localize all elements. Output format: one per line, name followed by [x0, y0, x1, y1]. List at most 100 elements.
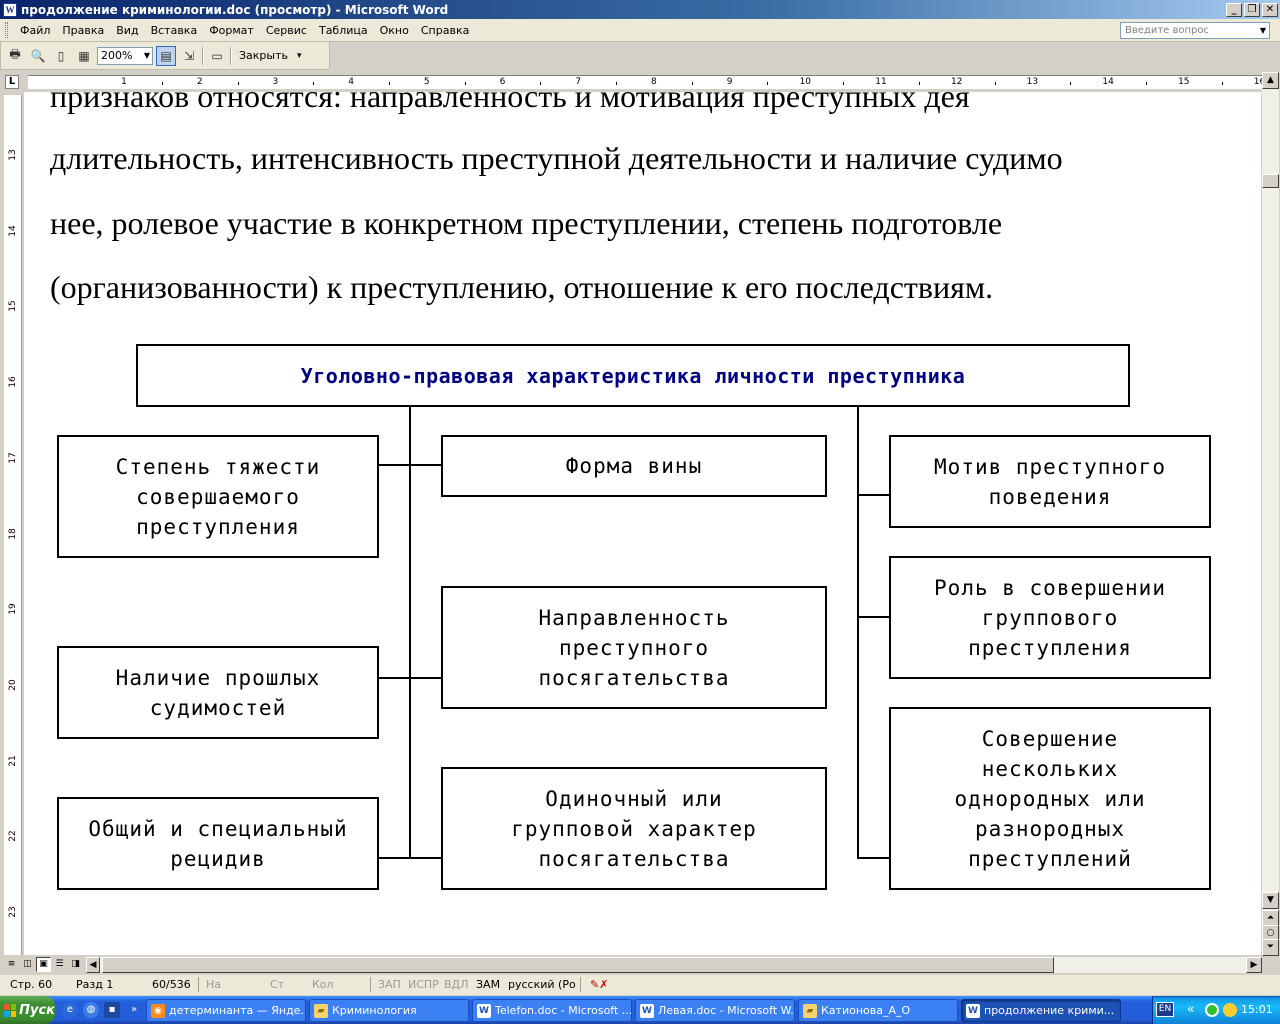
status-page[interactable]: Стр. 60	[10, 978, 53, 991]
menu-view[interactable]: Вид	[116, 23, 139, 37]
status-overtype[interactable]: ЗАМ	[476, 978, 501, 991]
menu-table[interactable]: Таблица	[318, 23, 368, 37]
task-firefox[interactable]: ◉ детерминанта — Янде...	[146, 999, 306, 1022]
help-question-input[interactable]: Введите вопрос ▼	[1120, 21, 1270, 39]
diagram-box-right-1: Мотив преступного поведения	[889, 435, 1211, 528]
status-column: Кол	[312, 978, 334, 991]
help-placeholder: Введите вопрос	[1125, 24, 1209, 36]
task-word-active[interactable]: W продолжение крими...	[961, 999, 1121, 1022]
ruler-strip[interactable]: 12345678910111213141516	[28, 75, 1264, 89]
shrink-to-fit-icon[interactable]: ⇲	[183, 48, 195, 63]
spelling-check-icon[interactable]: ✎✗	[590, 978, 609, 991]
menu-help[interactable]: Справка	[420, 23, 470, 37]
multiple-pages-icon[interactable]: ▦	[78, 48, 90, 63]
help-dropdown-icon[interactable]: ▼	[1259, 25, 1266, 35]
ruler-number: 2	[196, 77, 203, 87]
menu-tools[interactable]: Сервис	[265, 23, 307, 37]
horizontal-ruler[interactable]: L 12345678910111213141516	[0, 72, 1280, 92]
menu-grip[interactable]	[5, 22, 8, 38]
toolbar-separator	[230, 46, 232, 65]
menu-insert[interactable]: Вставка	[150, 23, 198, 37]
diagram-box-middle-3: Одиночный или групповой характер посягат…	[441, 767, 827, 890]
title-bar[interactable]: W продолжение криминологии.doc (просмотр…	[0, 0, 1280, 19]
security-icon[interactable]	[1223, 1003, 1237, 1017]
scroll-up-icon[interactable]: ▲	[1262, 72, 1279, 89]
status-extend[interactable]: ВДЛ	[444, 978, 469, 991]
word-app-icon[interactable]: W	[3, 2, 17, 17]
diagram-box-right-2: Роль в совершении группового преступлени…	[889, 556, 1211, 679]
network-status-icon[interactable]	[1205, 1003, 1219, 1017]
menu-edit[interactable]: Правка	[62, 23, 105, 37]
magnifier-icon[interactable]: 🔍	[30, 48, 46, 63]
zoom-select[interactable]: 200% ▼	[97, 46, 153, 65]
status-page-count[interactable]: 60/536	[152, 978, 191, 991]
task-label: Криминология	[332, 1004, 417, 1017]
menu-file[interactable]: Файл	[20, 23, 51, 37]
one-page-icon[interactable]: ▯	[57, 48, 65, 63]
minimize-button[interactable]: _	[1226, 2, 1242, 17]
status-track-changes[interactable]: ИСПР	[408, 978, 439, 991]
ruler-number: 15	[1178, 77, 1190, 87]
ruler-tick	[616, 82, 618, 85]
task-word-telefon[interactable]: W Telefon.doc - Microsoft ...	[472, 999, 632, 1022]
zoom-value: 200%	[101, 48, 133, 62]
status-record[interactable]: ЗАП	[378, 978, 401, 991]
scroll-left-icon[interactable]: ◀	[86, 957, 100, 973]
save-disk-icon[interactable]: ▪	[104, 1002, 120, 1018]
menu-window[interactable]: Окно	[379, 23, 409, 37]
scroll-down-icon[interactable]: ▼	[1262, 892, 1279, 909]
connector-line	[857, 405, 859, 859]
connector-line	[857, 857, 891, 859]
clock[interactable]: 15:01	[1241, 1003, 1273, 1016]
ruler-number: 13	[1026, 77, 1039, 87]
full-screen-icon[interactable]: ▭	[211, 48, 223, 63]
start-button[interactable]: Пуск	[0, 996, 55, 1024]
ruler-number: 12	[950, 77, 963, 87]
next-page-icon[interactable]: ⏷	[1262, 939, 1279, 956]
view-ruler-icon[interactable]: ▤	[156, 45, 176, 66]
quicklaunch-more-icon[interactable]: »	[130, 1004, 138, 1015]
horizontal-scroll-thumb[interactable]	[102, 957, 1054, 973]
vertical-scrollbar[interactable]: ▲ ▼ ⏶ ○ ⏷	[1262, 72, 1279, 956]
print-layout-icon[interactable]: ▣	[36, 957, 51, 972]
normal-view-icon[interactable]: ≡	[7, 959, 16, 969]
zoom-dropdown-icon[interactable]: ▼	[143, 50, 150, 60]
network-globe-icon[interactable]: ◍	[83, 1002, 99, 1018]
status-divider	[198, 977, 199, 992]
previous-page-icon[interactable]: ⏶	[1262, 910, 1279, 927]
restore-button[interactable]: ❐	[1244, 2, 1260, 17]
language-indicator[interactable]: EN	[1156, 1002, 1174, 1017]
paragraph-line: нее, ролевое участие в конкретном престу…	[50, 205, 1003, 241]
ruler-tick	[1070, 82, 1072, 85]
close-button[interactable]: ✕	[1262, 2, 1278, 17]
toolbar-options-icon[interactable]: ▾	[297, 50, 302, 61]
document-page[interactable]: признаков относятся: направленность и мо…	[24, 92, 1261, 955]
folder-icon: ▰	[314, 1003, 328, 1018]
menu-format[interactable]: Формат	[209, 23, 254, 37]
connector-line	[857, 494, 891, 496]
horizontal-scrollbar[interactable]: ◀ ▶	[86, 957, 1262, 973]
ruler-tick	[464, 82, 466, 85]
scroll-right-icon[interactable]: ▶	[1246, 957, 1262, 973]
task-label: Катионова_А_О	[821, 1004, 911, 1017]
ruler-number: 6	[499, 77, 506, 87]
ruler-number: 3	[272, 77, 279, 87]
tray-expand-icon[interactable]: «	[1187, 1002, 1195, 1016]
status-language[interactable]: русский (Ро	[508, 978, 576, 991]
reading-view-icon[interactable]: ◨	[71, 959, 80, 969]
print-preview-toolbar: 🖶 🔍 ▯ ▦ 200% ▼ ▤ ⇲ ▭ Закрыть ▾	[0, 42, 330, 70]
close-preview-button[interactable]: Закрыть	[239, 49, 288, 62]
tab-selector[interactable]: L	[5, 75, 19, 89]
task-word-levaya[interactable]: W Левая.doc - Microsoft W...	[635, 999, 795, 1022]
web-view-icon[interactable]: ◫	[23, 959, 32, 969]
print-icon[interactable]: 🖶	[9, 47, 21, 61]
outline-view-icon[interactable]: ☰	[55, 959, 64, 969]
ie-browser-icon[interactable]: e	[62, 1002, 78, 1018]
status-section[interactable]: Разд 1	[76, 978, 114, 991]
taskbar: Пуск e ◍ ▪ » ◉ детерминанта — Янде... ▰ …	[0, 996, 1280, 1024]
ruler-tick	[691, 82, 693, 85]
scroll-thumb[interactable]	[1262, 174, 1279, 188]
task-folder-kationova[interactable]: ▰ Катионова_А_О	[798, 999, 958, 1022]
task-folder-criminology[interactable]: ▰ Криминология	[309, 999, 469, 1022]
